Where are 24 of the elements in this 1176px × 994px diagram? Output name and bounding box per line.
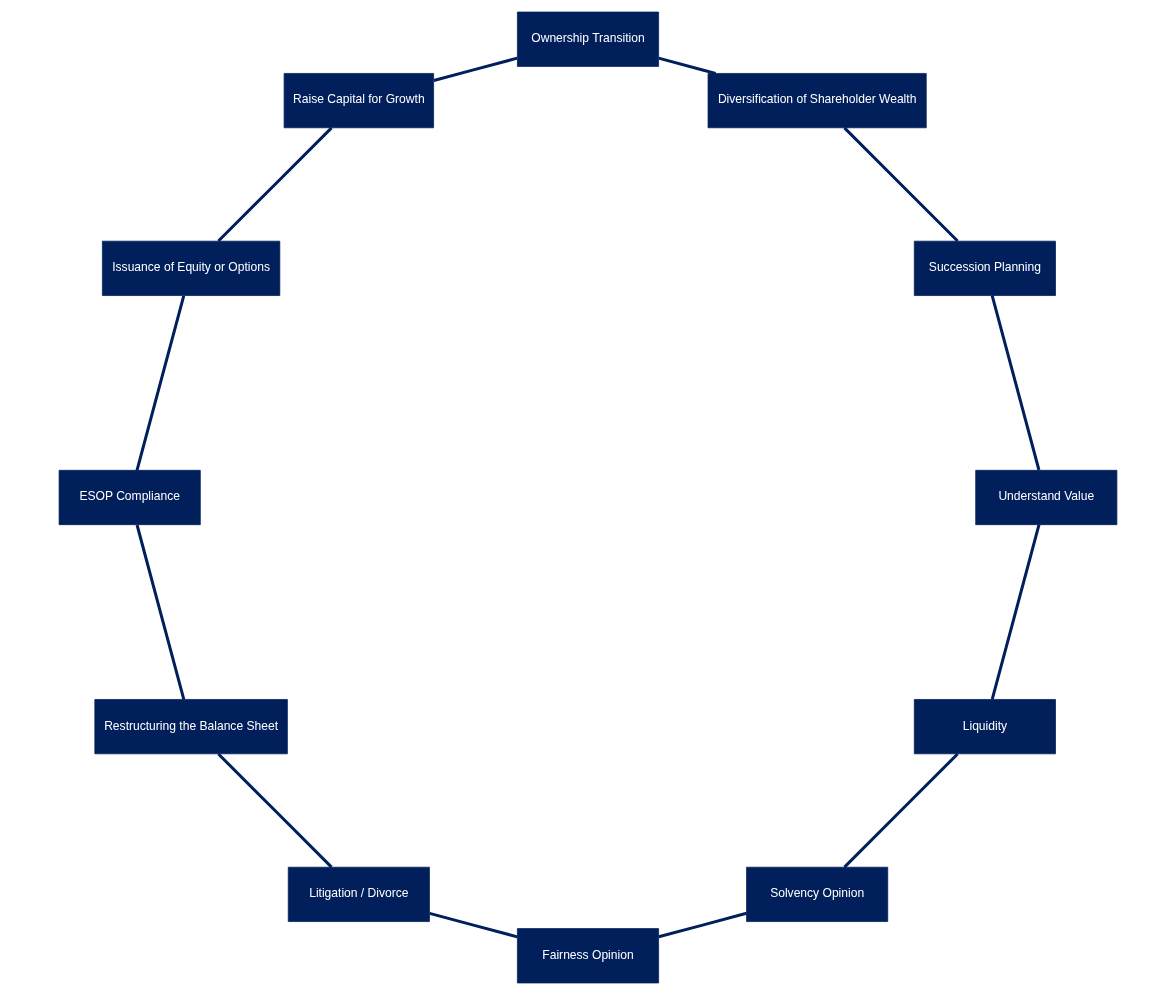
node-box: Diversification of Shareholder Wealth — [707, 72, 927, 128]
connector — [658, 56, 716, 75]
connector — [990, 294, 1041, 470]
node-box: Litigation / Divorce — [287, 866, 430, 922]
node-box: Succession Planning — [913, 240, 1056, 296]
node-box: Issuance of Equity or Options — [102, 240, 281, 296]
connector — [843, 752, 959, 868]
node-box: Understand Value — [975, 469, 1118, 525]
node-box: Liquidity — [913, 698, 1056, 754]
node-box: Solvency Opinion — [746, 866, 889, 922]
connector — [658, 911, 747, 938]
connector — [217, 752, 333, 868]
node-box: ESOP Compliance — [58, 469, 201, 525]
node-box: Ownership Transition — [517, 11, 659, 67]
connector — [429, 911, 518, 938]
node-box: Raise Capital for Growth — [283, 72, 434, 128]
connector — [433, 56, 518, 82]
connector — [135, 524, 186, 700]
node-box: Fairness Opinion — [517, 927, 659, 983]
connector — [843, 126, 959, 242]
connector — [990, 523, 1041, 700]
connector — [135, 294, 186, 471]
connector — [217, 126, 333, 242]
node-box: Restructuring the Balance Sheet — [94, 698, 288, 754]
